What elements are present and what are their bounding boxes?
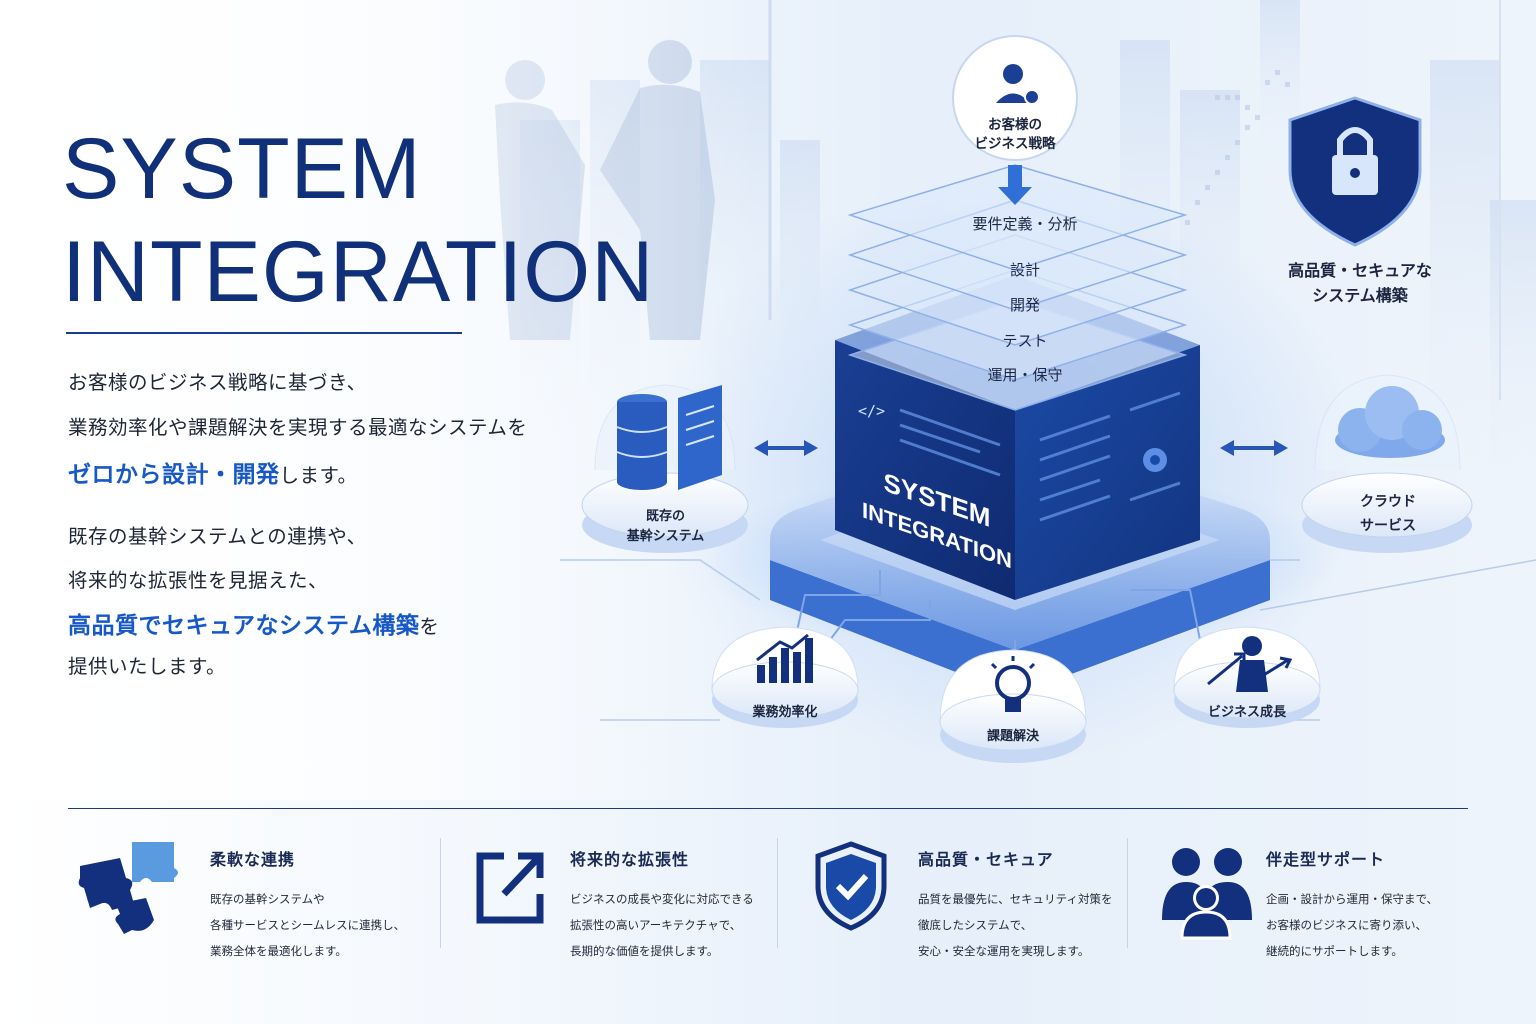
page-title: SYSTEM INTEGRATION — [62, 118, 654, 324]
bar-chart-icon — [756, 633, 813, 683]
outcome-connectors — [794, 570, 1201, 650]
description-highlight-line: 高品質でセキュアなシステム構築を — [68, 606, 439, 640]
feature-separator — [1127, 838, 1128, 948]
down-arrow-icon — [998, 187, 1032, 205]
strategy-label-line: ビジネス戦略 — [974, 136, 1056, 152]
bidirectional-arrow-icon — [1220, 440, 1288, 456]
feature-title: 柔軟な連携 — [210, 850, 296, 869]
code-tag-icon: </> — [858, 402, 886, 420]
strategy-node — [952, 35, 1078, 205]
feature-text: 徹底したシステムで、 — [918, 918, 1033, 932]
description-line: 業務効率化や課題解決を実現する最適なシステムを — [68, 416, 528, 439]
cloud-icon — [1335, 386, 1445, 458]
lightbulb-icon — [990, 656, 1036, 712]
feature-title: 高品質・セキュア — [918, 850, 1054, 869]
legacy-system-node — [581, 384, 749, 553]
team-icon — [1162, 848, 1252, 940]
legacy-system-label: 既存の 基幹システム — [603, 507, 728, 547]
feature-title: 伴走型サポート — [1266, 850, 1386, 869]
outcome-disc-business-growth — [1173, 626, 1321, 728]
highlight-text: ゼロから設計・開発 — [68, 462, 280, 488]
layer-label: 運用・保守 — [987, 366, 1063, 384]
feature-text: 長期的な価値を提供します。 — [570, 944, 719, 958]
feature-text: ビジネスの成長や変化に対応できる — [570, 892, 754, 906]
layer-label: 設計 — [1009, 261, 1040, 279]
cloud-service-label: クラウド サービス — [1328, 490, 1448, 538]
security-label: 高品質・セキュアな システム構築 — [1270, 258, 1450, 308]
expand-arrow-icon — [476, 852, 544, 924]
cloud-label-line: サービス — [1360, 518, 1416, 534]
title-line-2: INTEGRATION — [62, 224, 655, 320]
feature-separator — [440, 838, 441, 948]
feature-text: 既存の基幹システムや — [210, 892, 325, 906]
user-check-icon — [1003, 64, 1023, 84]
security-label-line: 高品質・セキュアな — [1288, 261, 1432, 280]
feature-text: 品質を最優先に、セキュリティ対策を — [918, 892, 1113, 906]
feature-text: 拡張性の高いアーキテクチャで、 — [570, 918, 742, 932]
cloud-service-node — [1301, 374, 1473, 553]
shield-check-icon — [815, 841, 887, 931]
growth-person-icon — [1207, 636, 1293, 692]
title-underline — [66, 332, 462, 334]
description-line: お客様のビジネス戦略に基づき、 — [68, 371, 367, 394]
layer-label: テスト — [1002, 332, 1048, 350]
layer-label: 開発 — [1009, 296, 1040, 314]
description-highlight-line: ゼロから設計・開発します。 — [68, 455, 358, 489]
description-line: 提供いたします。 — [68, 655, 227, 678]
description-line: 既存の基幹システムとの連携や、 — [68, 525, 367, 548]
description-text: を — [419, 615, 440, 638]
outcome-label-efficiency: 業務効率化 — [752, 705, 818, 720]
feature-scalability: 将来的な拡張性 ビジネスの成長や変化に対応できる 拡張性の高いアーキテクチャで、… — [570, 846, 754, 964]
feature-title: 将来的な拡張性 — [570, 850, 690, 869]
process-layers — [847, 164, 1188, 411]
outcome-disc-problem-solving — [939, 649, 1087, 763]
outcome-disc-efficiency — [711, 626, 859, 728]
outcome-label-problem-solving: 課題解決 — [986, 729, 1039, 744]
description-line: 将来的な拡張性を見据えた、 — [68, 569, 329, 592]
puzzle-icon — [78, 842, 178, 934]
features-divider — [68, 808, 1468, 809]
cloud-label-line: クラウド — [1360, 494, 1416, 510]
description-text: します。 — [279, 464, 358, 487]
strategy-label: お客様の ビジネス戦略 — [955, 116, 1075, 154]
security-shield-node — [1288, 96, 1422, 247]
feature-text: お客様のビジネスに寄り添い、 — [1266, 918, 1427, 932]
legacy-label-line: 既存の — [645, 509, 685, 524]
japan-map-dots — [1185, 70, 1290, 225]
feature-text: 業務全体を最適化します。 — [210, 944, 347, 958]
legacy-label-line: 基幹システム — [626, 529, 705, 544]
strategy-label-line: お客様の — [988, 117, 1042, 133]
feature-support: 伴走型サポート 企画・設計から運用・保守まで、 お客様のビジネスに寄り添い、 継… — [1266, 846, 1438, 964]
feature-text: 各種サービスとシームレスに連携し、 — [210, 918, 406, 932]
security-label-line: システム構築 — [1312, 286, 1408, 305]
outcome-label-business-growth: ビジネス成長 — [1207, 705, 1286, 720]
feature-text: 継続的にサポートします。 — [1266, 944, 1403, 958]
layer-label: 要件定義・分析 — [972, 215, 1078, 233]
feature-quality-security: 高品質・セキュア 品質を最優先に、セキュリティ対策を 徹底したシステムで、 安心… — [918, 846, 1112, 964]
feature-flexible-integration: 柔軟な連携 既存の基幹システムや 各種サービスとシームレスに連携し、 業務全体を… — [210, 846, 405, 964]
feature-text: 安心・安全な運用を実現します。 — [918, 944, 1090, 958]
feature-separator — [777, 838, 778, 948]
highlight-text: 高品質でセキュアなシステム構築 — [68, 613, 420, 639]
title-line-1: SYSTEM — [62, 121, 422, 217]
feature-text: 企画・設計から運用・保守まで、 — [1266, 892, 1439, 906]
bidirectional-arrow-icon — [754, 440, 818, 456]
database-icon — [616, 394, 668, 490]
server-icon — [678, 385, 722, 490]
